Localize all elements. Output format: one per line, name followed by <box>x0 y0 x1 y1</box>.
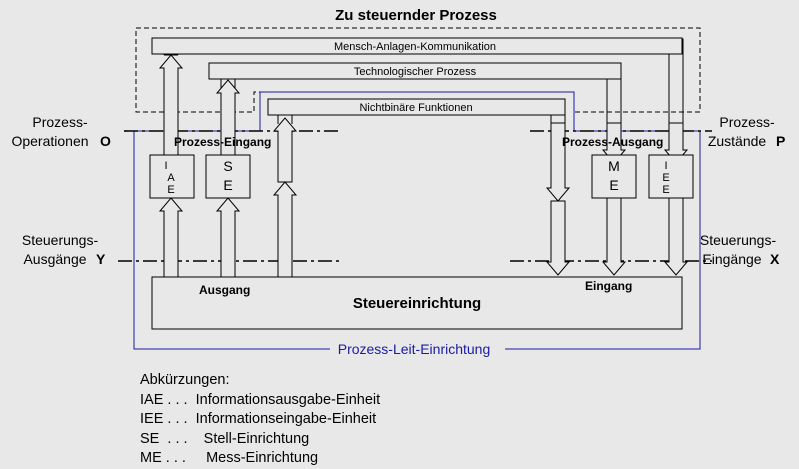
arrow-se-to-loop <box>215 79 241 156</box>
se-unit: S E <box>205 154 251 199</box>
abbreviation-me: ME . . . Mess-Einrichtung <box>140 450 319 466</box>
prozess-eingang-label: Prozess-Eingang <box>174 135 271 149</box>
loop-nichtbinaer-label: Nichtbinäre Funktionen <box>359 102 472 114</box>
iee-unit: I E E <box>648 154 694 199</box>
process-title: Zu steuernder Prozess <box>335 7 497 24</box>
me-letter-2: E <box>609 177 618 193</box>
iee-letter-3: E <box>662 184 669 196</box>
operationen-line2: Operationen <box>11 133 88 149</box>
zustaende-line2: Zustände <box>708 133 767 149</box>
iae-letter-1: I <box>164 160 167 172</box>
arrow-nonbinary-down-bottom <box>545 200 571 276</box>
abbreviation-iee: IEE . . . Informationseingabe-Einheit <box>140 411 377 427</box>
abbreviation-se: SE . . . Stell-Einrichtung <box>140 430 310 447</box>
arrow-iae-to-loop <box>158 54 184 156</box>
abbreviations-heading: Abkürzungen: <box>140 372 230 388</box>
ausgaenge-symbol: Y <box>96 251 106 267</box>
se-letter-1: S <box>223 158 232 174</box>
iae-letter-2: A <box>167 172 175 184</box>
abbreviation-iae: IAE . . . Informationsausgabe-Einheit <box>140 391 381 408</box>
me-unit: M E <box>591 154 637 199</box>
abbreviations-legend: Abkürzungen: IAE . . . Informationsausga… <box>140 371 380 469</box>
iae-unit: I A E <box>149 154 195 199</box>
controller-name: Steuereinrichtung <box>353 295 481 312</box>
zustaende-symbol: P <box>776 133 785 149</box>
eingaenge-line2: Eingänge <box>702 251 761 267</box>
controller-box <box>151 276 683 330</box>
arrow-nonbinary-up-top <box>272 117 298 183</box>
loop-mensch-anlagen-label-box <box>151 37 683 55</box>
loop-technologisch <box>220 71 622 170</box>
hollow-arrows <box>158 54 689 278</box>
controller-eingang-label: Eingang <box>585 279 632 293</box>
se-letter-2: E <box>223 177 232 193</box>
left-labels: Prozess- Operationen O Steuerungs- Ausgä… <box>11 114 111 267</box>
loop-nichtbinaer-left <box>277 115 293 124</box>
arrow-me-to-controller <box>601 197 627 276</box>
eingaenge-line1: Steuerungs- <box>700 232 777 248</box>
controller-ausgang-label: Ausgang <box>199 283 250 297</box>
system-label: Prozess-Leit-Einrichtung <box>338 341 491 357</box>
ausgaenge-line1: Steuerungs- <box>22 232 99 248</box>
operationen-symbol: O <box>100 133 111 149</box>
eingaenge-symbol: X <box>770 251 780 267</box>
iee-letter-2: E <box>662 172 669 184</box>
arrow-nonbinary-down-top <box>545 122 571 202</box>
iee-letter-1: I <box>664 160 667 172</box>
loop-technologisch-label: Technologischer Prozess <box>354 66 477 78</box>
loop-mensch-anlagen-label: Mensch-Anlagen-Kommunikation <box>334 41 496 53</box>
arrow-nonbinary-up-bottom <box>272 181 298 278</box>
operationen-line1: Prozess- <box>32 114 88 130</box>
zustaende-line1: Prozess- <box>719 114 775 130</box>
arrow-loop-to-iee <box>663 122 689 164</box>
right-labels: Prozess- Zustände P Steuerungs- Eingänge… <box>700 114 785 267</box>
prozess-ausgang-label: Prozess-Ausgang <box>562 135 663 149</box>
iae-letter-3: E <box>167 184 174 196</box>
ausgaenge-line2: Ausgänge <box>23 251 86 267</box>
arrow-controller-to-se <box>215 197 241 278</box>
me-letter-1: M <box>608 158 620 174</box>
arrow-controller-to-iae <box>158 197 184 278</box>
arrow-iee-to-controller <box>663 197 689 276</box>
arrow-loop-to-me <box>601 122 627 164</box>
